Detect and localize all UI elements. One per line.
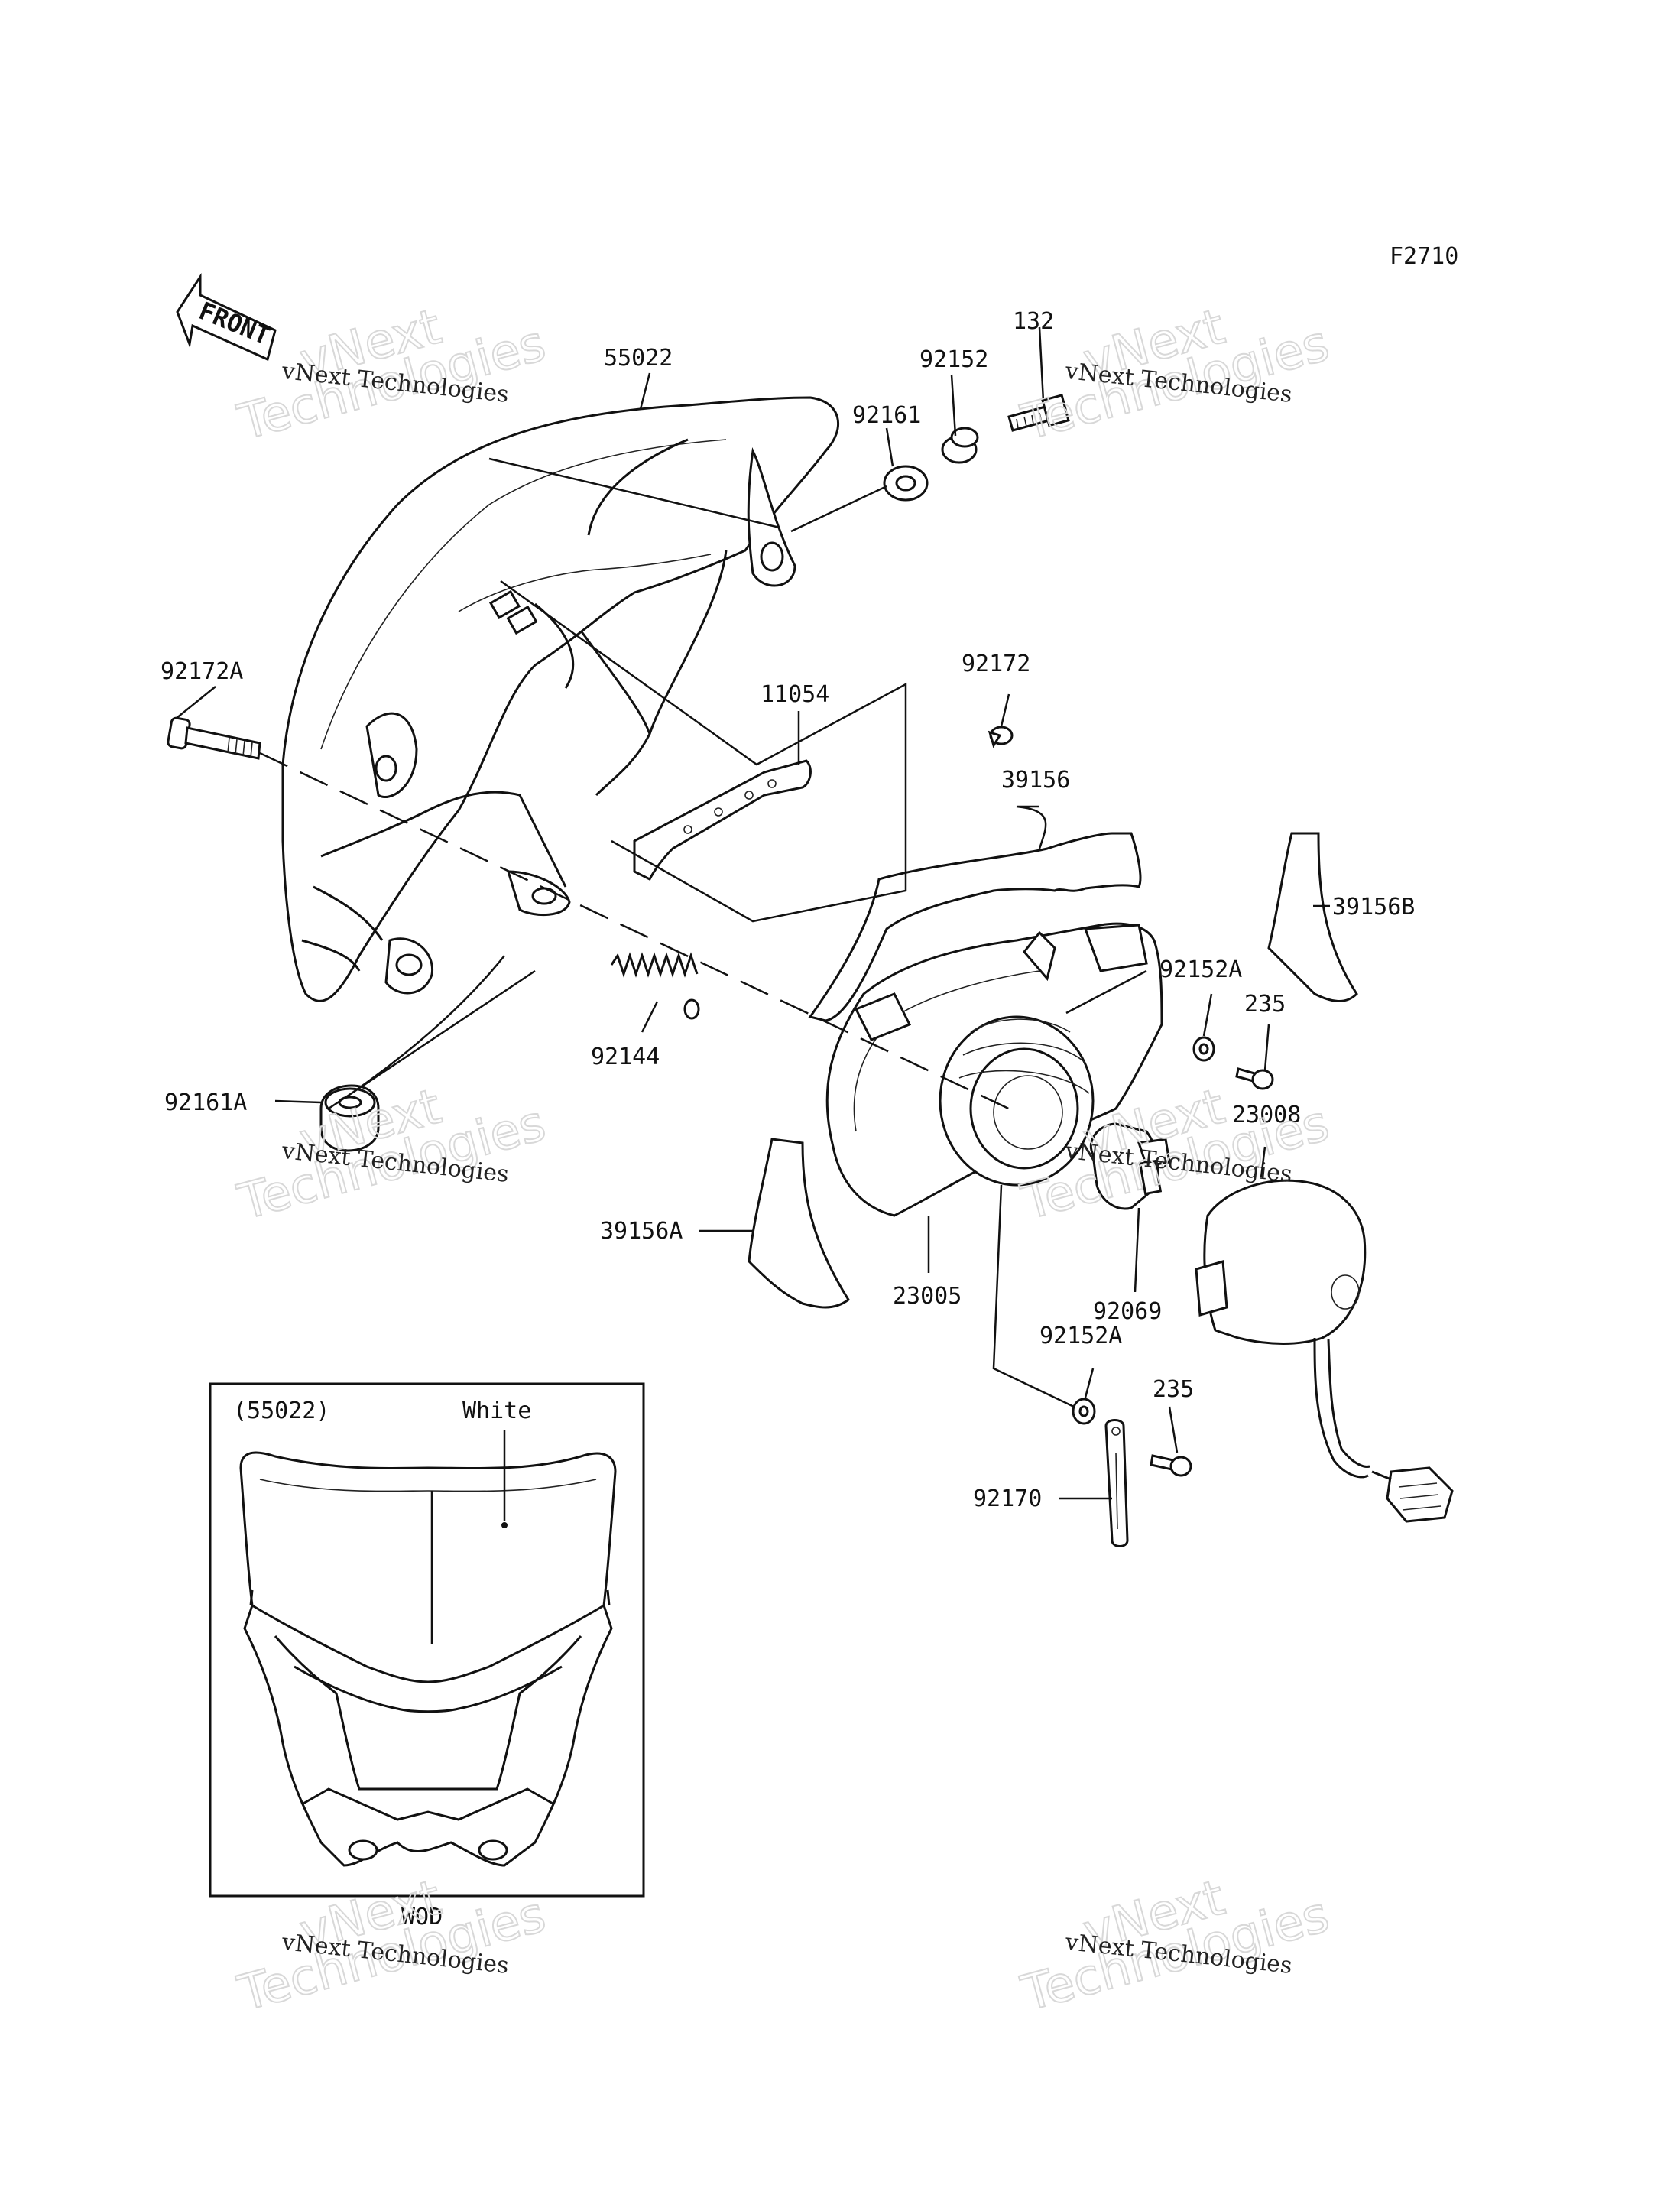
callout-92161A: 92161A bbox=[164, 1089, 247, 1116]
callout-235-lower: 235 bbox=[1153, 1376, 1194, 1403]
trim-39156A bbox=[748, 1138, 851, 1309]
bulb-92069 bbox=[1089, 1122, 1171, 1210]
callout-labels: 55022 92161 92152 132 92172A 11054 92172… bbox=[161, 308, 1415, 1512]
watermark-1: vNext Technologies vNext Technologies bbox=[232, 298, 552, 453]
inset-cover-drawing bbox=[239, 1451, 617, 1867]
connector-icon bbox=[1371, 1466, 1454, 1523]
callout-92172A: 92172A bbox=[161, 658, 243, 685]
callout-92069: 92069 bbox=[1093, 1298, 1162, 1325]
figure-code: F2710 bbox=[1390, 243, 1458, 270]
inset-part-ref: (55022) bbox=[233, 1398, 329, 1424]
headlight-cover-55022 bbox=[281, 396, 839, 1002]
watermark-6: vNext Technologies vNext Technologies bbox=[1015, 1869, 1335, 2024]
callout-39156B: 39156B bbox=[1332, 894, 1415, 920]
panel-39156 bbox=[808, 832, 1142, 1022]
grommet-92161 bbox=[883, 465, 929, 502]
callout-92144: 92144 bbox=[591, 1044, 660, 1070]
screw-235-upper bbox=[1235, 1067, 1274, 1090]
callout-55022: 55022 bbox=[604, 345, 673, 372]
watermark-2: vNext Technologies vNext Technologies bbox=[1015, 298, 1335, 453]
callout-235-upper: 235 bbox=[1244, 991, 1286, 1018]
callout-92152A-lower: 92152A bbox=[1039, 1323, 1122, 1349]
callout-92170: 92170 bbox=[973, 1485, 1042, 1512]
leader-lines bbox=[175, 326, 1330, 1500]
callout-39156A: 39156A bbox=[600, 1218, 683, 1245]
callout-23005: 23005 bbox=[893, 1283, 962, 1310]
collar-92152 bbox=[941, 427, 979, 464]
inset-variant-label: WOD bbox=[401, 1904, 443, 1930]
callout-92172: 92172 bbox=[962, 651, 1030, 677]
callout-39156: 39156 bbox=[1001, 767, 1070, 794]
bracket-11054 bbox=[633, 759, 812, 881]
callout-11054: 11054 bbox=[761, 681, 829, 708]
bolt-92172A bbox=[167, 716, 261, 760]
bolt-132 bbox=[1007, 394, 1070, 432]
inset-color-label: White bbox=[462, 1398, 531, 1424]
grommet-92161A bbox=[319, 1084, 380, 1152]
front-arrow-icon: FRONT bbox=[176, 272, 277, 362]
callout-23008: 23008 bbox=[1232, 1102, 1301, 1128]
spring-92144 bbox=[610, 952, 700, 1020]
washer-92152A-upper bbox=[1192, 1036, 1215, 1062]
callout-92152: 92152 bbox=[919, 346, 988, 373]
inset-variant-box: (55022) White WOD bbox=[209, 1382, 645, 1930]
socket-cover-23008 bbox=[1195, 1179, 1370, 1479]
watermark-3: vNext Technologies vNext Technologies bbox=[232, 1078, 552, 1232]
screw-235-lower bbox=[1150, 1454, 1192, 1477]
screw-92172 bbox=[988, 726, 1014, 748]
washer-92152A-lower bbox=[1072, 1398, 1096, 1425]
callout-92152A-upper: 92152A bbox=[1159, 956, 1242, 983]
headlight-unit-23005 bbox=[825, 922, 1163, 1217]
strip-92170 bbox=[1104, 1419, 1129, 1547]
trim-39156B bbox=[1267, 832, 1358, 1002]
callout-92161: 92161 bbox=[852, 402, 921, 429]
callout-132: 132 bbox=[1013, 308, 1054, 335]
